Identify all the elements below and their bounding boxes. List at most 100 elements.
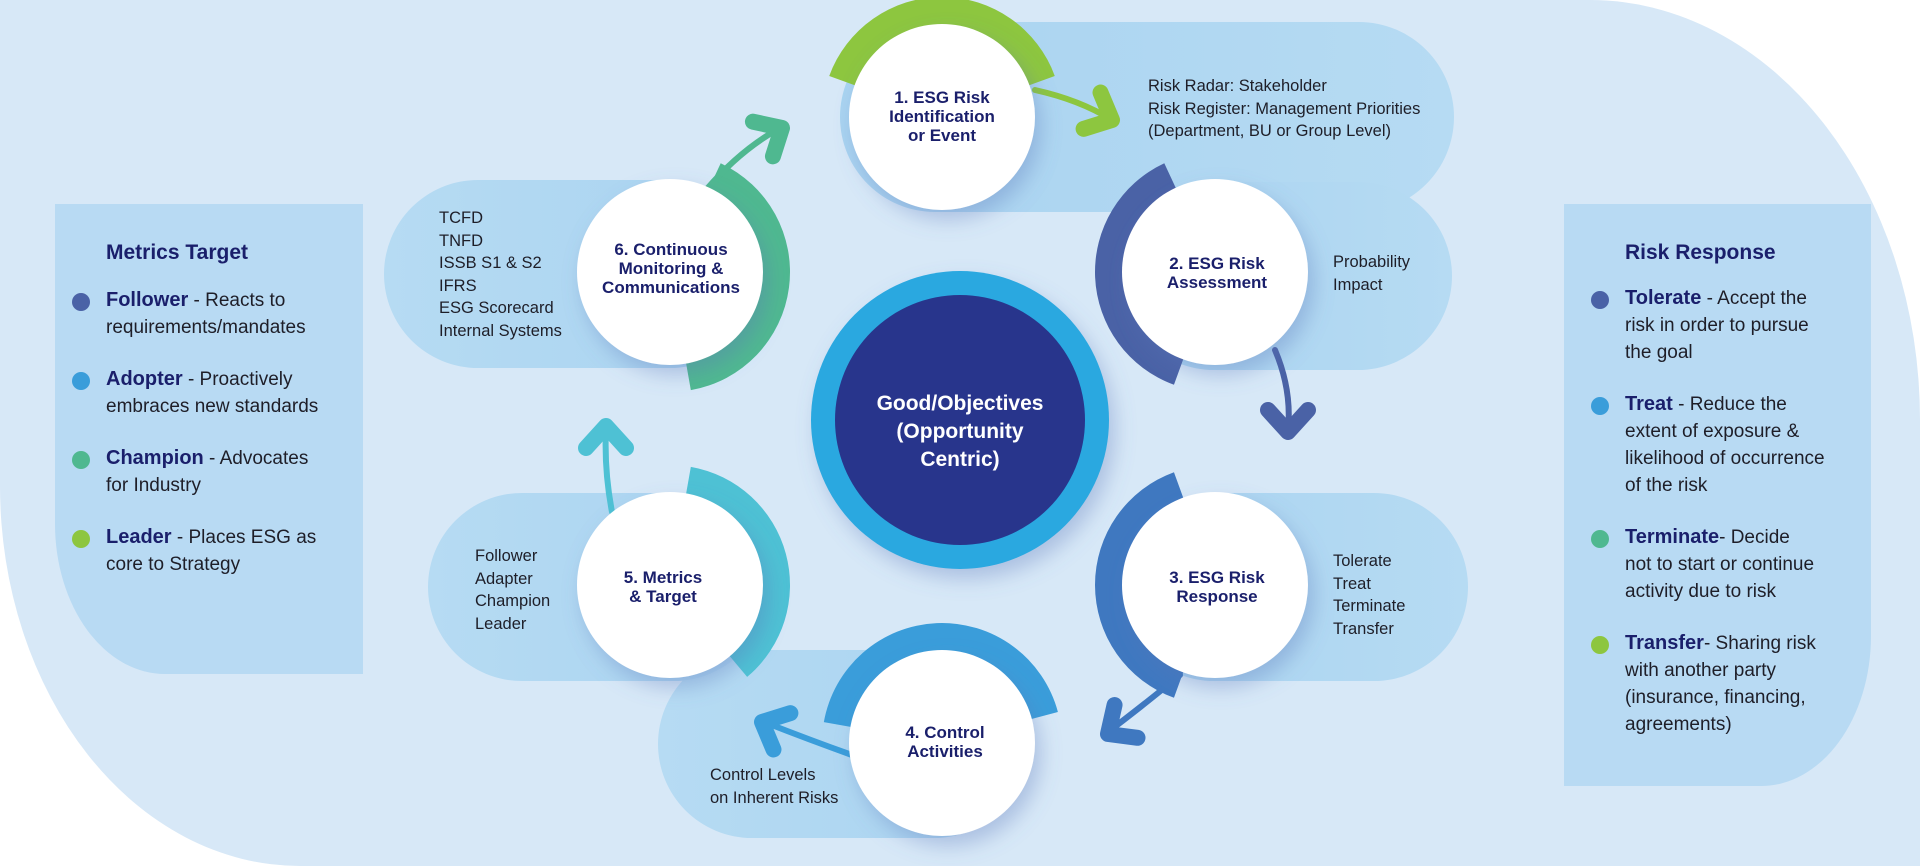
detail-line: Follower xyxy=(475,547,538,565)
node-label-line: 6. Continuous xyxy=(614,240,728,259)
ring-arc-3 xyxy=(1095,472,1188,698)
node-label-line: or Event xyxy=(907,126,977,145)
step-node-3[interactable] xyxy=(1122,492,1308,678)
node-label-line: 4. Control xyxy=(905,723,985,742)
detail-line: Internal Systems xyxy=(439,321,562,340)
dot-icon xyxy=(1591,291,1609,309)
detail-line: (Department, BU or Group Level) xyxy=(1148,122,1392,140)
node-label-line: 5. Metrics xyxy=(623,568,703,587)
detail-line: Impact xyxy=(1333,275,1383,294)
detail-line: Probability xyxy=(1333,253,1411,271)
detail-line: ISSB S1 & S2 xyxy=(439,254,542,272)
legend-term: Leader xyxy=(106,526,172,548)
node-3-label[interactable]: 3. ESG Risk Response xyxy=(1132,568,1302,606)
step-node-2[interactable] xyxy=(1122,179,1308,365)
step-node-1[interactable] xyxy=(849,24,1035,210)
legend-desc: - Sharing risk xyxy=(1703,633,1816,654)
legend-desc: core to Strategy xyxy=(106,554,241,575)
node-6-label[interactable]: 6. Continuous Monitoring & Communication… xyxy=(586,240,756,297)
legend-desc: - Reduce the xyxy=(1672,394,1787,415)
legend-term: Treat xyxy=(1625,393,1673,415)
arrow-head-icon xyxy=(1100,696,1146,746)
node-label-line: & Target xyxy=(629,587,697,606)
arrow-head-icon xyxy=(754,705,799,758)
legend-desc: with another party xyxy=(1625,660,1777,681)
legend-desc: agreements) xyxy=(1625,714,1732,735)
node-label-line: 2. ESG Risk xyxy=(1169,254,1265,273)
detail-line: Control Levels xyxy=(710,766,816,784)
step-node-5[interactable] xyxy=(577,492,763,678)
node-2-details: Probability Impact xyxy=(1333,251,1410,296)
detail-line: on Inherent Risks xyxy=(710,788,839,807)
node-label-line: Activities xyxy=(907,742,983,761)
legend-term: Follower xyxy=(106,289,189,311)
step-node-4[interactable] xyxy=(849,650,1035,836)
detail-line: IFRS xyxy=(439,276,477,295)
legend-desc: - Places ESG as xyxy=(171,527,317,548)
legend-desc: for Industry xyxy=(106,475,202,496)
detail-line: ESG Scorecard xyxy=(439,299,554,317)
detail-line: Leader xyxy=(475,614,527,633)
legend-desc: (insurance, financing, xyxy=(1625,687,1806,708)
node-label-line: Communications xyxy=(602,278,740,297)
detail-line: Adapter xyxy=(475,569,533,588)
legend-desc: activity due to risk xyxy=(1625,581,1776,602)
dot-icon xyxy=(72,293,90,311)
legend-desc: the goal xyxy=(1625,342,1693,363)
detail-line: Risk Radar: Stakeholder xyxy=(1148,77,1327,95)
legend-item-transfer: Transfer- Sharing risk with another part… xyxy=(1591,630,1816,738)
legend-item-treat: Treat - Reduce the extent of exposure & … xyxy=(1591,391,1825,499)
node-4-label[interactable]: 4. Control Activities xyxy=(860,723,1030,761)
node-label-line: 3. ESG Risk xyxy=(1169,568,1265,587)
legend-desc: risk in order to pursue xyxy=(1625,315,1809,336)
legend-desc: embraces new standards xyxy=(106,396,319,417)
node-label-line: Assessment xyxy=(1166,273,1268,292)
metrics-target-panel: Metrics Target Follower - Reacts to requ… xyxy=(55,204,363,674)
node-5-label[interactable]: 5. Metrics & Target xyxy=(578,568,748,606)
step-node-6[interactable] xyxy=(577,179,763,365)
detail-line: Treat xyxy=(1333,574,1371,593)
dot-icon xyxy=(1591,636,1609,654)
node-6-details: TCFD TNFD ISSB S1 & S2 IFRS ESG Scorecar… xyxy=(439,207,562,342)
legend-item-adopter: Adopter - Proactively embraces new stand… xyxy=(72,366,319,420)
legend-term: Terminate xyxy=(1625,526,1720,548)
legend-item-leader: Leader - Places ESG as core to Strategy xyxy=(72,524,317,578)
dot-icon xyxy=(72,451,90,469)
legend-desc: likelihood of occurrence xyxy=(1625,448,1825,469)
arrow-head-icon xyxy=(744,113,790,165)
legend-desc: - Reacts to xyxy=(188,290,286,311)
legend-desc: - Accept the xyxy=(1701,288,1807,309)
legend-item-champion: Champion - Advocates for Industry xyxy=(72,445,309,499)
center-inner-circle xyxy=(835,295,1085,545)
detail-line: Transfer xyxy=(1333,619,1394,638)
detail-line: TNFD xyxy=(439,231,483,250)
legend-desc: extent of exposure & xyxy=(1625,421,1800,442)
ring-arc-1 xyxy=(829,0,1055,90)
node-label-line: Monitoring & xyxy=(618,259,724,278)
node-4-details: Control Levels on Inherent Risks xyxy=(710,764,838,809)
ring-arc-4 xyxy=(823,622,1058,730)
arrow-head-icon xyxy=(1260,402,1316,440)
legend-desc: requirements/mandates xyxy=(106,317,306,338)
legend-desc: - Advocates xyxy=(203,448,309,469)
legend-item-follower: Follower - Reacts to requirements/mandat… xyxy=(72,287,306,341)
legend-term: Tolerate xyxy=(1625,287,1702,309)
node-label-line: Response xyxy=(1176,587,1258,606)
dot-icon xyxy=(72,530,90,548)
legend-item-terminate: Terminate- Decide not to start or contin… xyxy=(1591,524,1814,605)
detail-line: Champion xyxy=(475,592,551,610)
legend-desc: of the risk xyxy=(1625,475,1708,496)
node-label-line: Identification xyxy=(889,107,995,126)
node-2-label[interactable]: 2. ESG Risk Assessment xyxy=(1132,254,1302,292)
ring-arc-2 xyxy=(1095,163,1188,385)
ring-arc-6 xyxy=(683,163,791,391)
legend-term: Adopter xyxy=(106,368,183,390)
node-label-line: 1. ESG Risk xyxy=(894,88,990,107)
detail-line: Tolerate xyxy=(1333,552,1392,570)
panel-title: Risk Response xyxy=(1625,241,1776,264)
detail-line: Risk Register: Management Priorities xyxy=(1148,99,1421,118)
dot-icon xyxy=(1591,397,1609,415)
dot-icon xyxy=(1591,530,1609,548)
node-1-label[interactable]: 1. ESG Risk Identification or Event xyxy=(857,88,1027,145)
